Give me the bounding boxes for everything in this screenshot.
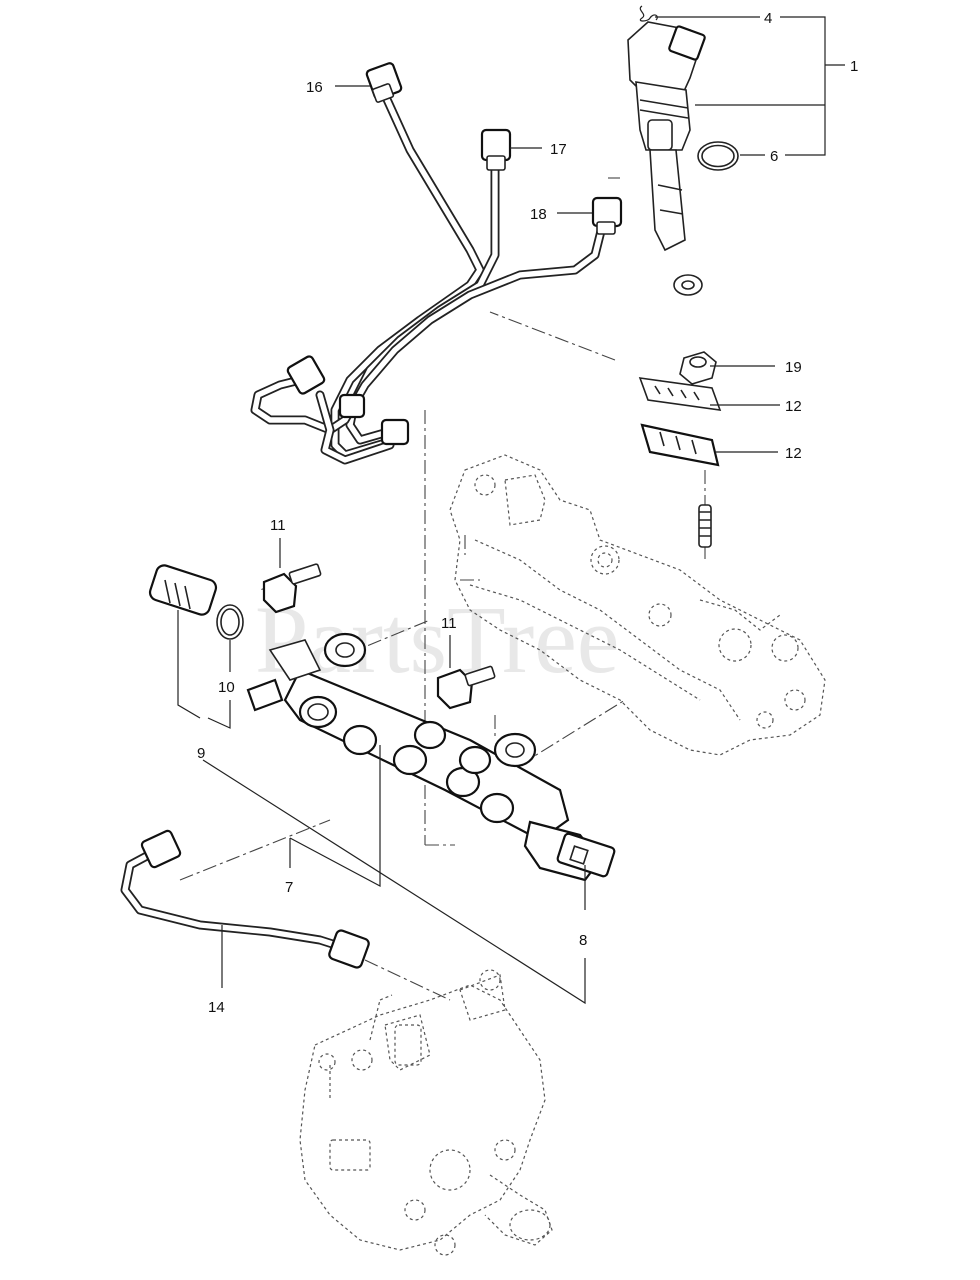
banjo-bolt-11-lower [436,665,496,710]
callout-17: 17 [550,141,567,158]
pipe-nuts-rail-end [338,393,410,446]
callout-6: 6 [770,148,778,165]
watermark: PartsTree [255,586,619,693]
callout-11-lower: 11 [441,615,457,632]
callout-7: 7 [285,879,293,896]
cylinder-head-ghost [449,454,826,756]
pipe-nut-17 [480,128,512,171]
pump-feed-pipe [120,829,370,969]
pressure-relief-valve [148,564,218,616]
callout-labels: 1 4 6 16 17 18 19 12 12 11 11 10 9 7 8 1… [197,10,858,1016]
pipe-nut-left [286,355,326,395]
injector-clip-4 [639,5,658,22]
callout-8: 8 [579,932,587,949]
o-ring-10 [216,604,244,640]
fuel-pump-ghost [299,969,553,1256]
callout-14: 14 [208,999,225,1016]
fuel-injector [627,21,706,296]
pipe-nut-18 [591,196,623,235]
injector-seal-ring-6 [697,141,739,171]
callout-12-upper: 12 [785,398,802,415]
common-rail [246,632,570,842]
leader-lines [177,16,845,1005]
pipe-nut-16 [365,62,403,103]
clamp-upper-12 [638,377,722,411]
callout-1: 1 [850,58,858,75]
callout-12-lower: 12 [785,445,802,462]
callout-16: 16 [306,79,323,96]
callout-10: 10 [218,679,235,696]
clamp-stud [698,504,712,548]
callout-19: 19 [785,359,802,376]
rail-pressure-sensor [523,820,616,882]
clamp-nut-19 [679,351,717,385]
callout-11-upper: 11 [270,517,286,534]
rail-ports [342,720,515,824]
callout-9: 9 [197,745,205,762]
banjo-bolt-11-upper [262,563,322,614]
callout-4: 4 [764,10,772,27]
callout-18: 18 [530,206,547,223]
clamp-lower-12 [640,423,720,467]
rail-banjo-fittings [323,632,537,768]
